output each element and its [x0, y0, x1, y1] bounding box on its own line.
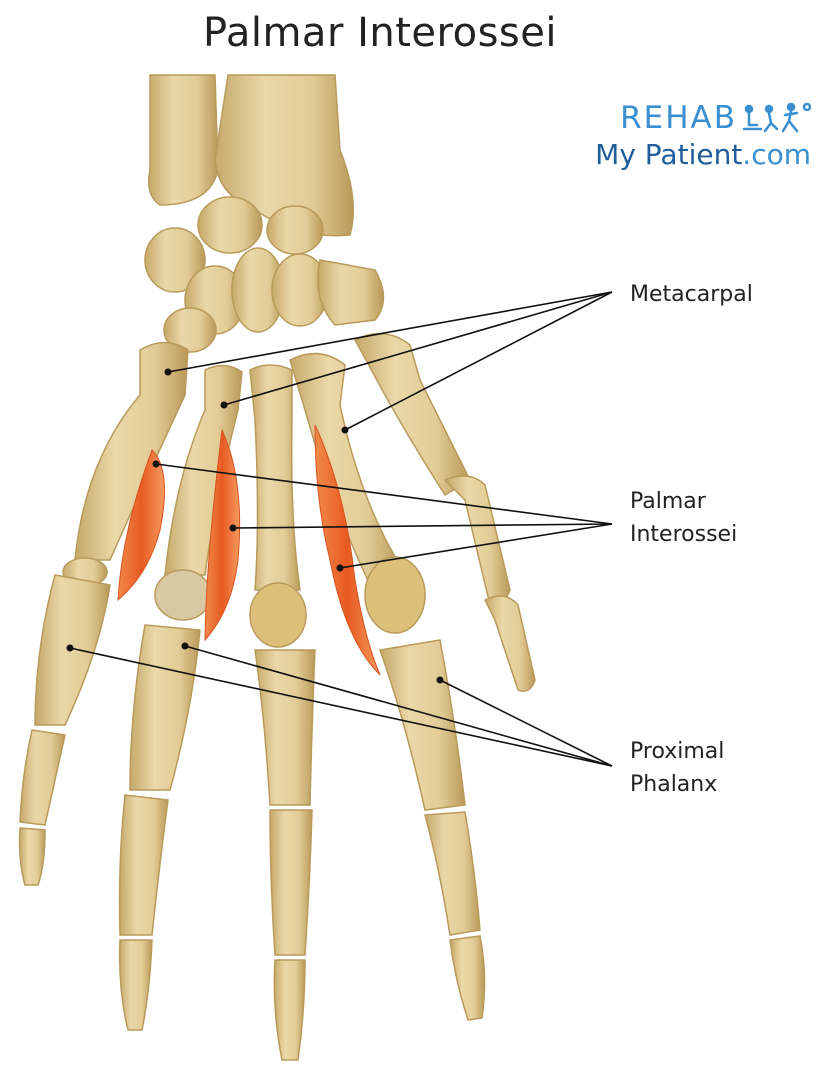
label-metacarpal-text: Metacarpal [630, 278, 753, 311]
brand-name-line1: REHAB [620, 100, 737, 136]
diagram-title: Palmar Interossei [0, 10, 760, 56]
brand-domain-suffix: .com [742, 138, 811, 171]
brand-name-line2: My Patient [595, 138, 742, 171]
distal-phalanx-bones [20, 828, 485, 1060]
label-proximal-line1: Proximal [630, 735, 724, 768]
label-palmar-line2: Interossei [630, 518, 737, 551]
label-proximal-phalanx: Proximal Phalanx [630, 735, 724, 801]
label-palmar-interossei: Palmar Interossei [630, 485, 737, 551]
label-proximal-line2: Phalanx [630, 768, 724, 801]
brand-logo: REHAB My Patient.com [595, 100, 811, 171]
middle-phalanx-bones [20, 730, 480, 955]
exercise-figures-icon [741, 101, 811, 135]
label-palmar-line1: Palmar [630, 485, 737, 518]
label-metacarpal: Metacarpal [630, 278, 753, 311]
